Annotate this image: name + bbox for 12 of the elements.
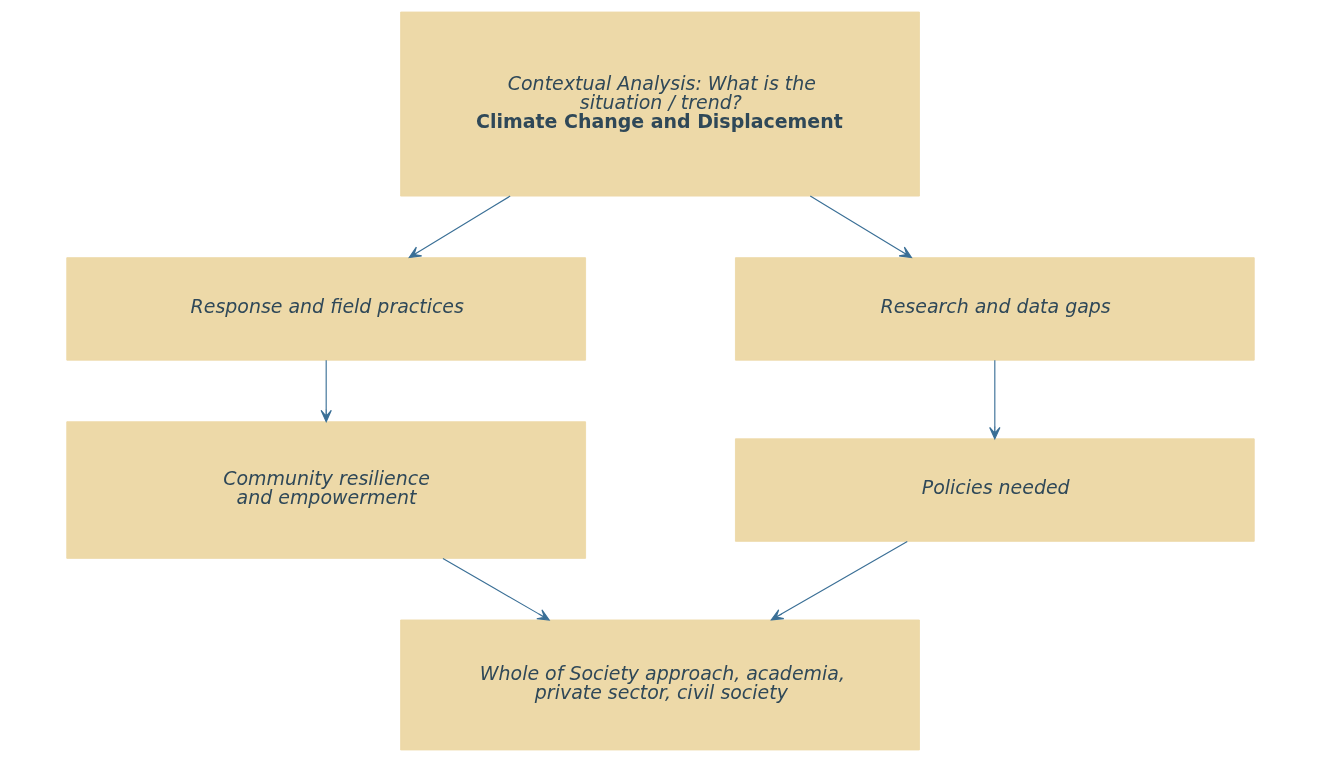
node-box: Research and data gaps	[734, 257, 1255, 361]
node-box: Policies needed	[734, 438, 1255, 542]
node-box: Response and field practices	[65, 257, 586, 361]
arrow	[809, 195, 912, 259]
arrow	[441, 557, 550, 621]
node-box: Whole of Society approach, academia, private sector, civil society	[399, 619, 920, 751]
arrow	[320, 359, 332, 423]
arrow	[988, 359, 1000, 440]
node-box: Community resilience and empowerment	[65, 421, 586, 559]
arrow	[770, 540, 908, 621]
node-box: Contextual Analysis: What is the situation / trend? Climate Change and Displacement	[399, 11, 920, 197]
arrow	[408, 195, 511, 259]
